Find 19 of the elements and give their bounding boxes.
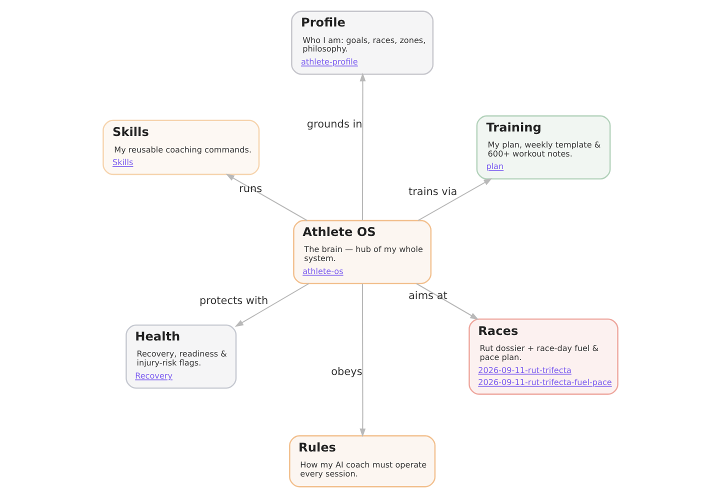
edge-label: trains via	[408, 186, 457, 198]
node-box: Health Recovery, readiness & injury-risk flags. Recovery	[125, 324, 236, 389]
edge-label: grounds in	[306, 118, 362, 130]
edge-label: runs	[238, 182, 262, 195]
arrow	[417, 178, 492, 221]
arrow	[416, 283, 478, 320]
arrow	[234, 283, 309, 327]
edge-label: protects with	[198, 294, 268, 307]
arrow	[359, 72, 366, 220]
edge-label: obeys	[330, 366, 362, 378]
node-box: Training My plan, weekly template & 600+ workout notes. plan	[476, 115, 610, 180]
node-box: Rules How my AI coach must operate every session.	[288, 435, 436, 488]
node-box: Skills My reusable coaching commands. Skills	[102, 120, 260, 176]
node-box: Profile Who I am: goals, races, zones, philosophy. athlete-profile	[290, 10, 434, 75]
node-box: Athlete OS The brain — hub of my whole system. athlete-os	[292, 220, 432, 284]
arrow	[359, 284, 366, 438]
edge-label: aims at	[408, 290, 447, 302]
arrow	[225, 174, 307, 221]
node-box: Races Rut dossier + race-day fuel & pace plan. 2026-09-11-rut-trifecta 2026-09-11-rut-trifecta-fuel-pace	[468, 318, 618, 395]
